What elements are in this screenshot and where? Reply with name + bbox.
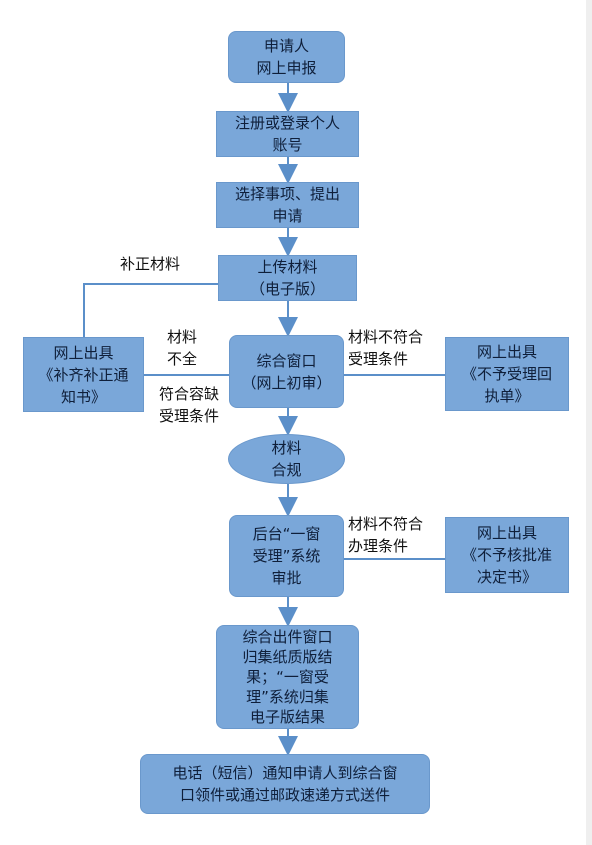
label-supplement-material: 补正材料 — [119, 255, 180, 273]
node-select: 选择事项、提出 申请 — [216, 182, 359, 228]
label-not-meet-handle: 材料不符合 办理条件 — [348, 515, 424, 555]
node-backend: 后台“一窗 受理”系统 审批 — [229, 515, 344, 597]
node-reject-approve: 网上出具 《不予核批准 决定书》 — [445, 517, 569, 593]
node-supplement: 网上出具 《补齐补正通 知书》 — [23, 337, 144, 412]
node-collect: 综合出件窗口 归集纸质版结 果；“一窗受 理”系统归集 电子版结果 — [216, 625, 359, 729]
label-not-meet-accept: 材料不符合 受理条件 — [348, 328, 424, 368]
node-window: 综合窗口 （网上初审） — [229, 335, 344, 408]
node-compliant: 材料 合规 — [228, 434, 345, 484]
node-register: 注册或登录个人 账号 — [216, 111, 359, 157]
node-notify: 电话（短信）通知申请人到综合窗 口领件或通过邮政速递方式送件 — [140, 754, 430, 814]
line-supplement-upload — [83, 283, 218, 337]
label-incomplete: 材料 不全 — [166, 328, 197, 368]
node-reject-accept: 网上出具 《不予受理回 执单》 — [445, 337, 569, 411]
node-apply: 申请人 网上申报 — [228, 31, 345, 83]
node-upload: 上传材料 （电子版） — [218, 255, 357, 301]
label-tolerance: 符合容缺 受理条件 — [158, 385, 219, 425]
page-edge — [586, 0, 592, 845]
